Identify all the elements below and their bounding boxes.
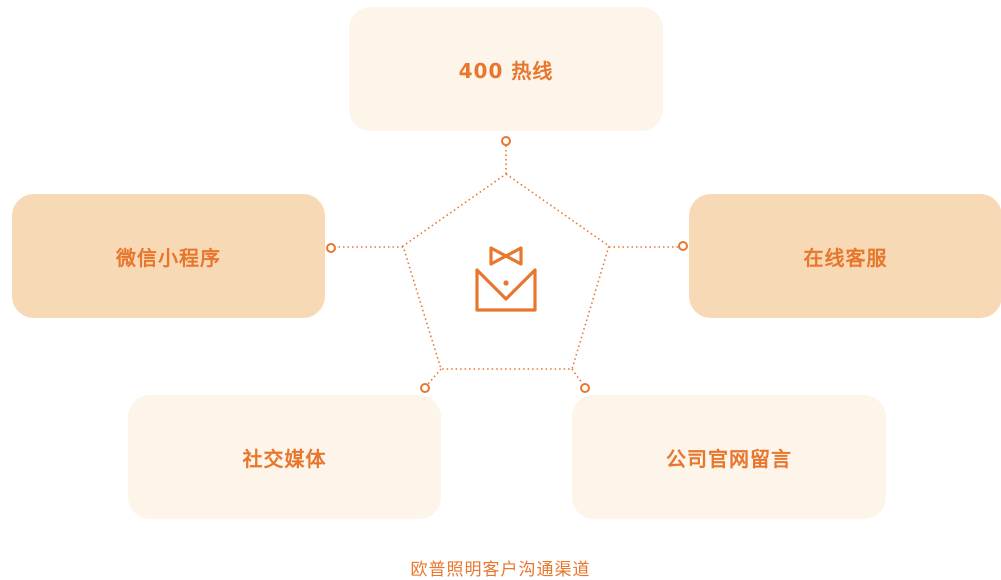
connector-top-node	[501, 136, 511, 146]
connector-bottom-left	[427, 368, 442, 385]
diagram-caption: 欧普照明客户沟通渠道	[410, 560, 591, 580]
center-pentagon	[402, 173, 610, 370]
channel-website-message[interactable]: 公司官网留言	[572, 395, 886, 519]
connector-bottom-left-node	[420, 383, 430, 393]
channel-hotline[interactable]: 400 热线	[349, 7, 663, 131]
connector-left-node	[326, 243, 336, 253]
connector-bottom-right	[571, 368, 583, 384]
channel-mini-program[interactable]: 微信小程序	[12, 194, 325, 318]
channel-social-media[interactable]: 社交媒体	[128, 395, 441, 519]
connector-bottom-right-node	[580, 383, 590, 393]
channel-online-service[interactable]: 在线客服	[689, 194, 1001, 318]
bowtie-service-icon	[475, 246, 537, 312]
connector-right-node	[678, 241, 688, 251]
